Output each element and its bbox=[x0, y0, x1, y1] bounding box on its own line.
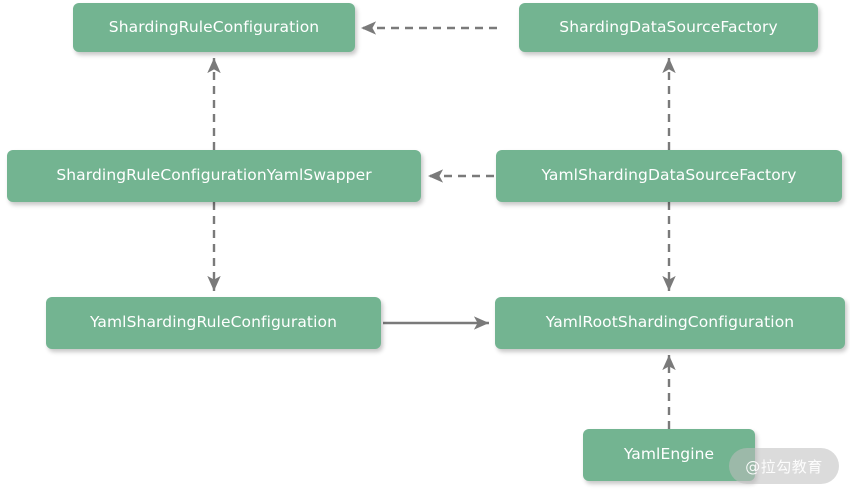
watermark-text: @拉勾教育 bbox=[745, 457, 823, 476]
node-label: YamlShardingRuleConfiguration bbox=[89, 313, 338, 332]
node-yaml-engine[interactable]: YamlEngine bbox=[583, 429, 755, 481]
node-label: ShardingRuleConfiguration bbox=[108, 17, 320, 36]
node-sharding-rule-configuration-yaml-swapper[interactable]: ShardingRuleConfigurationYamlSwapper bbox=[7, 150, 421, 202]
node-label: YamlRootShardingConfiguration bbox=[545, 313, 795, 332]
node-label: ShardingRuleConfigurationYamlSwapper bbox=[56, 166, 372, 185]
node-yaml-sharding-rule-configuration[interactable]: YamlShardingRuleConfiguration bbox=[46, 297, 381, 349]
node-label: YamlEngine bbox=[623, 445, 715, 464]
node-yaml-root-sharding-configuration[interactable]: YamlRootShardingConfiguration bbox=[495, 297, 845, 349]
node-label: YamlShardingDataSourceFactory bbox=[541, 166, 797, 185]
node-label: ShardingDataSourceFactory bbox=[559, 17, 778, 36]
node-sharding-rule-configuration[interactable]: ShardingRuleConfiguration bbox=[73, 3, 355, 52]
node-sharding-datasource-factory[interactable]: ShardingDataSourceFactory bbox=[519, 3, 818, 52]
node-yaml-sharding-datasource-factory[interactable]: YamlShardingDataSourceFactory bbox=[496, 150, 842, 202]
